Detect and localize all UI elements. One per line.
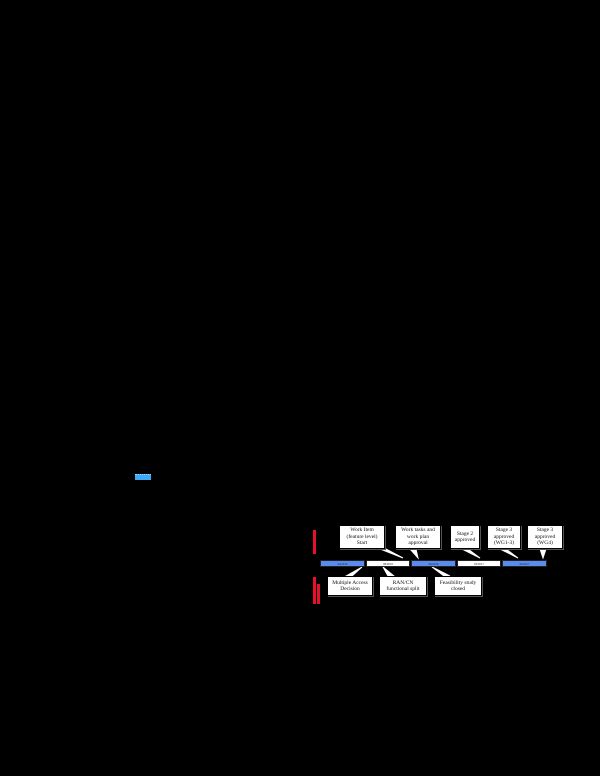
timeline-segment-3: 09/2016 <box>411 560 456 567</box>
timeline-segment-5: 06/2017 <box>502 560 547 567</box>
callout-feasibility-study-closed: Feasibility study closed <box>434 576 482 596</box>
callout-multiple-access-decision: Multiple Access Decision <box>327 576 373 596</box>
callout-stage2-approved: Stage 2 approved <box>450 525 480 549</box>
callout-text: Stage 3 approved (WG1-3) <box>493 527 515 547</box>
timeline-segment-1: 04/2016 <box>320 560 365 567</box>
red-bar-top <box>313 530 316 554</box>
segment-label: 09/2016 <box>428 562 439 566</box>
callout-text: Work Item (feature level) Start <box>346 527 378 547</box>
red-bar-bottom-right <box>317 584 320 604</box>
timeline-segment-4: 03/2017 <box>457 560 501 567</box>
callout-text: Feasibility study closed <box>439 579 477 593</box>
callout-text: Work tasks and work plan approval <box>401 527 435 547</box>
callout-text: Stage 2 approved <box>454 530 476 544</box>
callout-work-tasks-approval: Work tasks and work plan approval <box>395 525 441 549</box>
timeline-segment-2: 06/2016 <box>366 560 410 567</box>
callout-stage3-approved-wg1-3: Stage 3 approved (WG1-3) <box>487 525 521 549</box>
segment-label: 04/2016 <box>337 562 348 566</box>
callout-text: Stage 3 approved (WG4) <box>534 527 556 547</box>
callout-text: Multiple Access Decision <box>332 579 368 593</box>
callout-stage3-approved-wg4: Stage 3 approved (WG4) <box>527 525 563 549</box>
segment-label: 03/2017 <box>474 562 484 566</box>
red-bar-bottom-left <box>313 577 316 604</box>
callout-ran-cn-split: RAN/CN functional split <box>379 576 427 596</box>
blue-marker <box>135 474 151 480</box>
segment-label: 06/2016 <box>383 562 393 566</box>
segment-label: 06/2017 <box>519 562 530 566</box>
callout-text: RAN/CN functional split <box>386 579 420 593</box>
callout-work-item-start: Work Item (feature level) Start <box>339 525 385 549</box>
